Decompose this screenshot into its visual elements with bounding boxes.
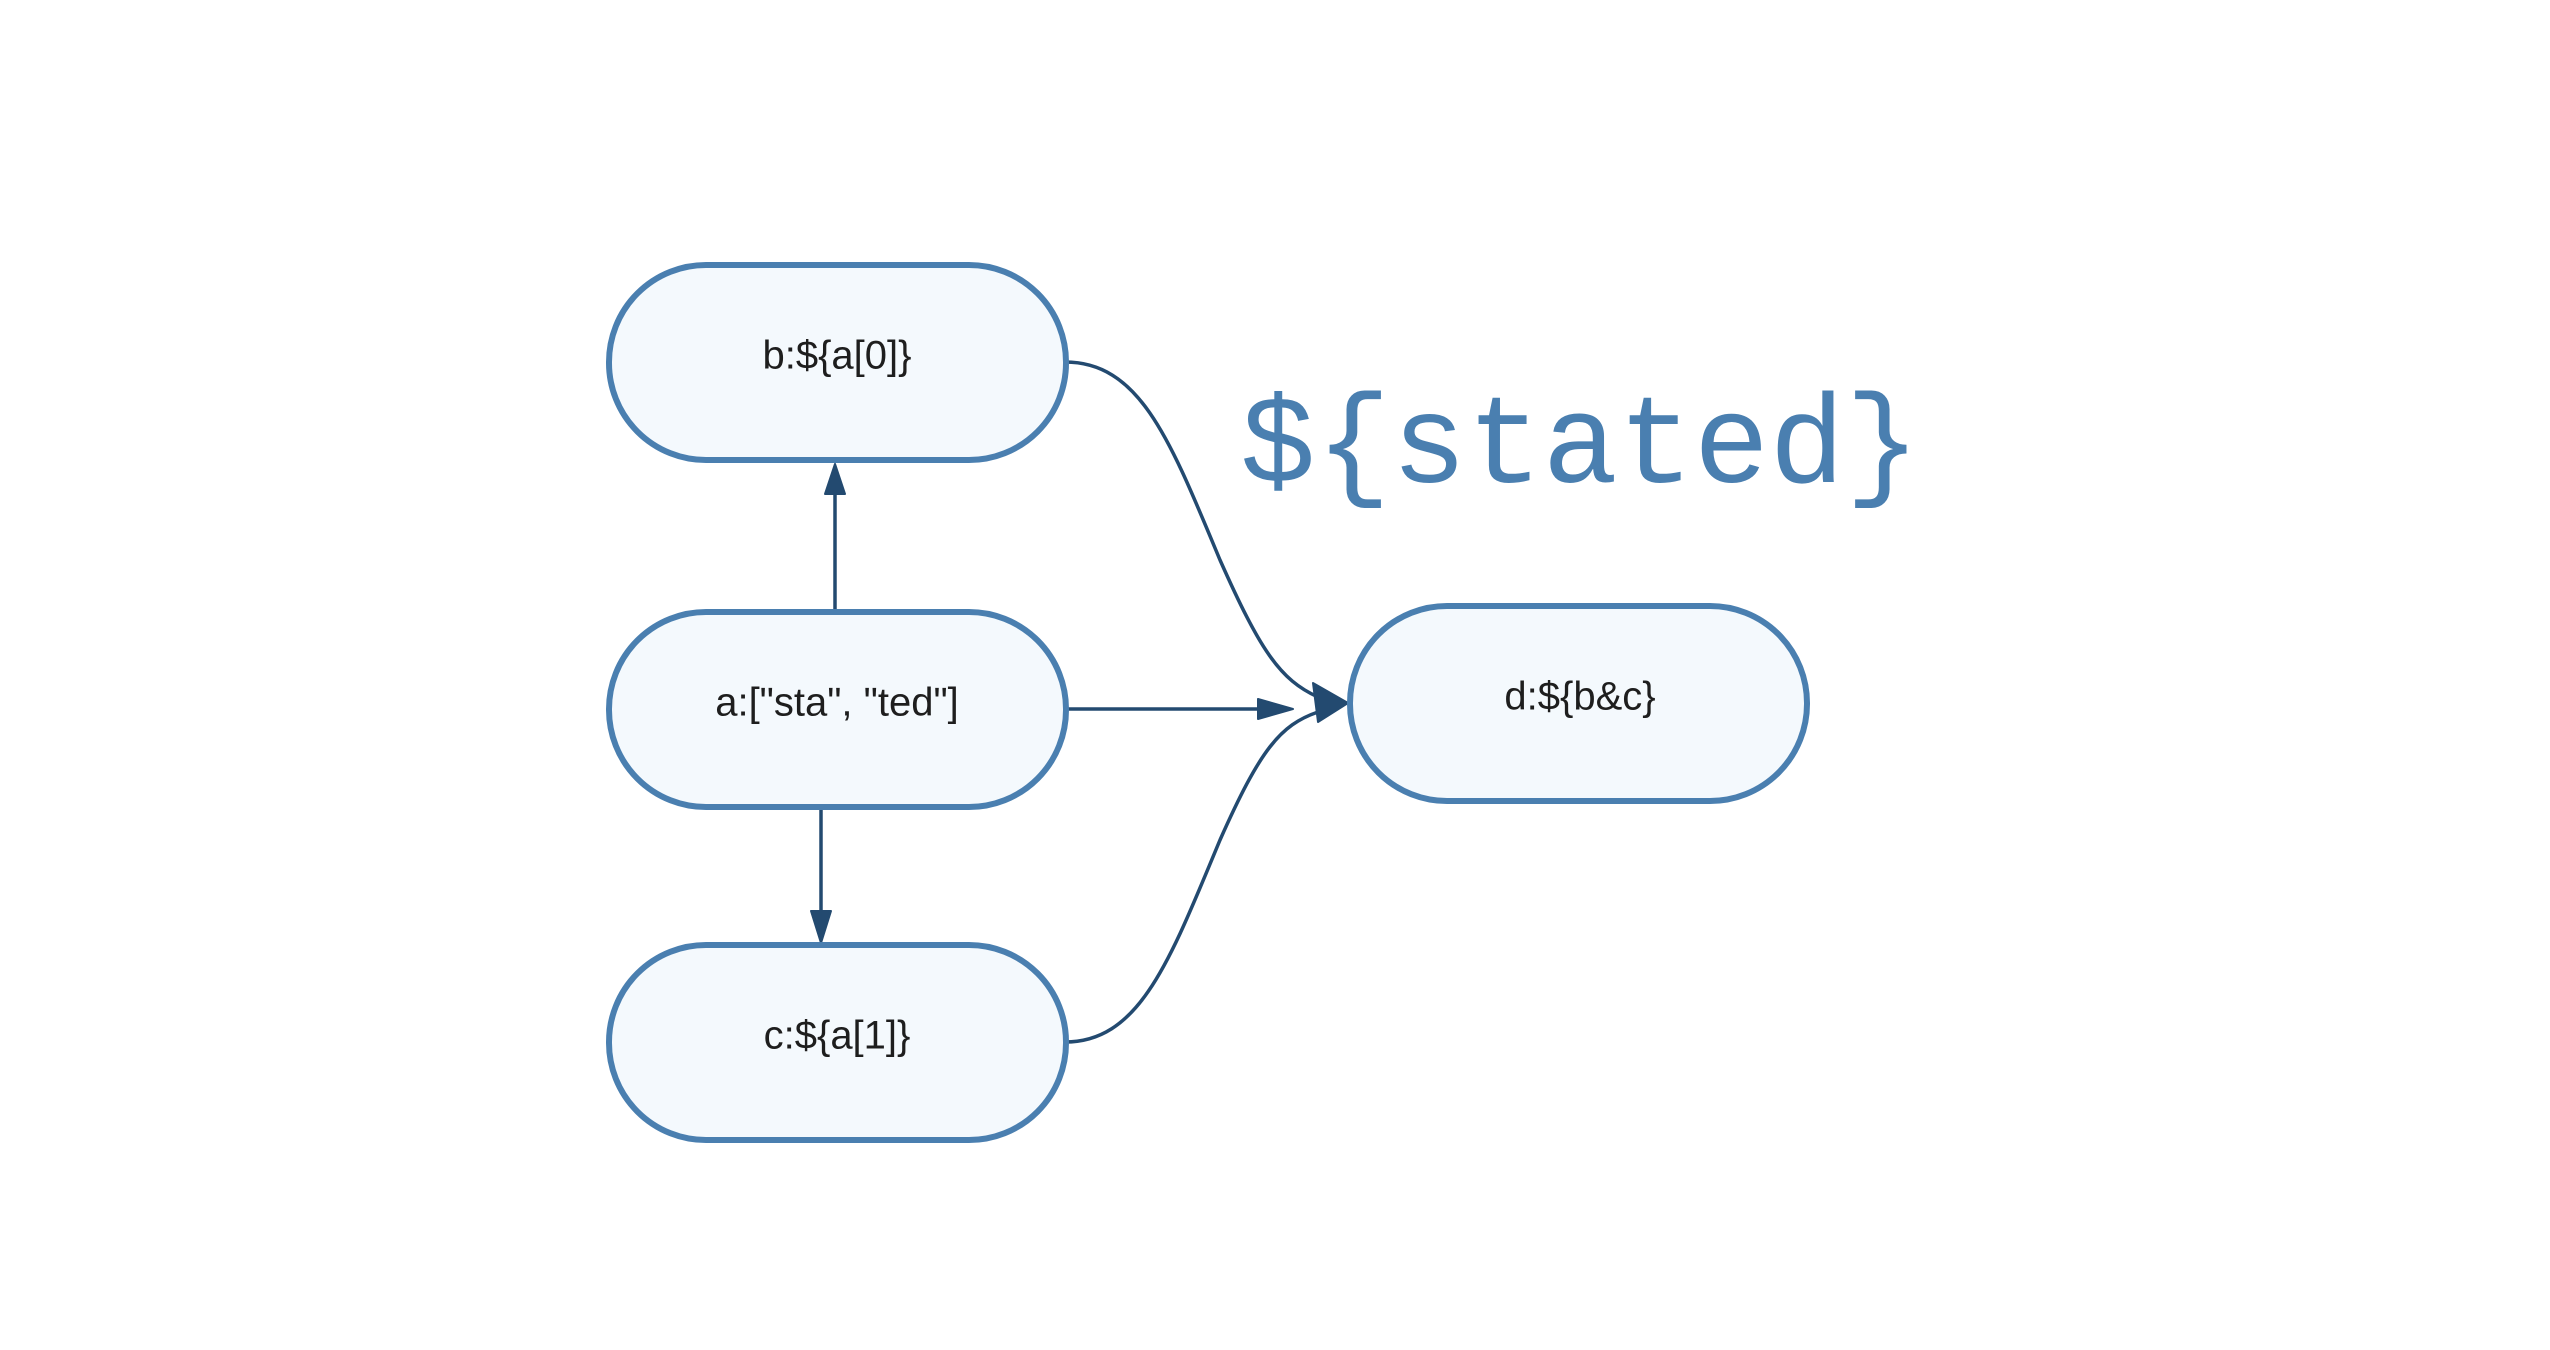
edges (810, 360, 1349, 1044)
node-b[interactable]: b:${a[0]} (606, 262, 1069, 463)
node-c-shape[interactable] (606, 942, 1069, 1143)
edge-a-d-arrowhead (1257, 698, 1294, 720)
node-d[interactable]: d:${b&c} (1347, 603, 1810, 804)
node-a[interactable]: a:["sta", "ted"] (606, 609, 1069, 810)
node-b-label: b:${a[0]} (762, 334, 911, 378)
edge-a-to-b (824, 463, 846, 610)
edge-c-d-curve (1064, 710, 1319, 1044)
edge-a-b-arrowhead (824, 463, 846, 495)
node-c[interactable]: c:${a[1]} (606, 942, 1069, 1143)
edge-a-c-arrowhead (810, 910, 832, 944)
stated-logo: ${stated} (1240, 377, 1921, 520)
edge-b-to-d (1064, 360, 1319, 699)
node-d-shape[interactable] (1347, 603, 1810, 804)
edge-a-to-c (810, 805, 832, 944)
edge-a-to-d (1065, 698, 1294, 720)
edge-c-to-d (1064, 710, 1319, 1044)
node-b-shape[interactable] (606, 262, 1069, 463)
node-d-label: d:${b&c} (1504, 675, 1655, 719)
edge-into-d-arrowhead (1312, 682, 1349, 723)
node-a-shape[interactable] (606, 609, 1069, 810)
node-a-label: a:["sta", "ted"] (715, 681, 959, 725)
node-c-label: c:${a[1]} (764, 1014, 911, 1058)
edge-b-d-curve (1064, 360, 1319, 699)
